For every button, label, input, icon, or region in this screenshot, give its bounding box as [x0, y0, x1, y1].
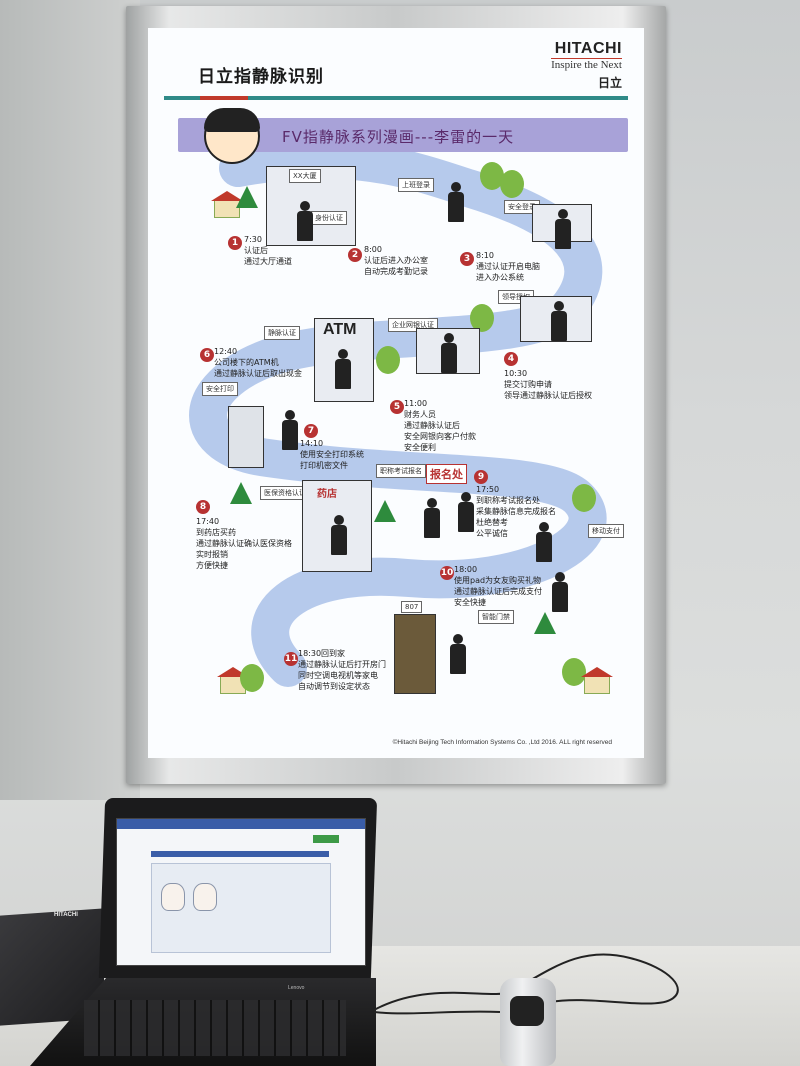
pharmacy-label: 药店: [317, 489, 337, 500]
person-icon: [458, 492, 474, 532]
browser-titlebar: [117, 819, 365, 829]
header-rule-accent: [200, 96, 248, 100]
brand-title-cn: 日立指静脉识别: [198, 67, 324, 87]
caption-6: 12:40 公司楼下的ATM机 通过静脉认证后取出现金: [214, 347, 302, 378]
tree-icon: [470, 304, 494, 332]
door-number: 807: [401, 601, 423, 613]
person-icon: [331, 515, 347, 555]
step-number: 3: [460, 252, 474, 266]
header-rule: [164, 96, 628, 100]
step-number: 7: [304, 424, 318, 438]
caption-4: 10:30 提交订购申请 领导通过静脉认证后授权: [504, 369, 592, 400]
tree-icon: [572, 484, 596, 512]
step-number: 9: [474, 470, 488, 484]
hitachi-logo: HITACHI Inspire the Next 日立: [551, 40, 622, 91]
tree-icon: [376, 346, 400, 374]
step-number: 8: [196, 500, 210, 514]
person-icon: [551, 301, 567, 341]
sign-building: XX大厦: [289, 169, 321, 183]
usb-cable: [373, 953, 679, 1015]
sign-smart-door: 智能门禁: [478, 610, 514, 624]
atm-label: ATM: [323, 321, 357, 338]
registration-office-label: 报名处: [426, 464, 467, 484]
caption-5: 11:00 财务人员 通过静脉认证后 安全网银向客户付款 安全便利: [404, 399, 476, 452]
door: 807: [394, 601, 436, 694]
printer: [228, 406, 264, 468]
tree-icon: [240, 664, 264, 692]
tree-icon: [500, 170, 524, 198]
laptop-brand: Lenovo: [288, 985, 305, 991]
house-icon: [581, 667, 613, 694]
person-icon: [441, 333, 457, 373]
sign-identity: 身份认证: [311, 211, 347, 225]
step-number: 4: [504, 352, 518, 366]
left-hand-icon: [161, 883, 185, 911]
sign-mobile-pay: 移动支付: [588, 524, 624, 538]
sign-checkin: 上班登录: [398, 178, 434, 192]
person-icon: [282, 410, 298, 450]
hitachi-wordmark: HITACHI: [554, 40, 622, 57]
person-icon: [448, 182, 464, 222]
step-number: 2: [348, 248, 362, 262]
scene-finance-desk: [416, 328, 480, 374]
keyboard: [84, 1000, 346, 1056]
step-number: 11: [284, 652, 298, 666]
person-icon: [335, 349, 351, 389]
person-icon: [297, 201, 313, 241]
caption-7: 14:10 使用安全打印系统 打印机密文件: [300, 439, 364, 470]
step-number: 1: [228, 236, 242, 250]
sign-secure-print: 安全打印: [202, 382, 238, 396]
copyright: ©Hitachi Beijing Tech Information System…: [392, 739, 612, 746]
scanner-slot[interactable]: [510, 996, 544, 1026]
brochure-logo: HITACHI: [54, 912, 78, 918]
poster: 日立指静脉识别 HITACHI Inspire the Next 日立 FV指静…: [148, 28, 644, 758]
comic-title: FV指静脉系列漫画---李雷的一天: [282, 128, 515, 146]
hitachi-logo-cn: 日立: [597, 76, 622, 90]
caption-8: 17:40 到药店买药 通过静脉认证确认医保资格 实时报销 方便快捷: [196, 517, 292, 570]
tree-icon: [236, 186, 258, 208]
house-icon: [211, 191, 243, 218]
wall: [0, 0, 140, 800]
caption-2: 8:00 认证后进入办公室 自动完成考勤记录: [364, 245, 428, 276]
sign-exam-registration: 职称考试报名: [376, 464, 426, 478]
scene-pharmacy: 药店: [302, 480, 372, 572]
scene-lobby: XX大厦 身份认证: [266, 166, 356, 246]
tree-icon: [534, 612, 556, 634]
caption-11: 18:30回到家 通过静脉认证后打开房门 同时空调电视机等家电 自动调节到设定状…: [298, 649, 386, 691]
caption-9: 17:50 到职称考试报名处 采集静脉信息完成报名 杜绝替考 公平诚信: [476, 485, 556, 538]
laptop-screen: [116, 818, 366, 966]
app-button[interactable]: [313, 835, 339, 843]
person-icon: [552, 572, 568, 612]
step-number: 5: [390, 400, 404, 414]
person-icon: [450, 634, 466, 674]
scene-atm: ATM: [314, 318, 374, 402]
caption-3: 8:10 通过认证开启电脑 进入办公系统: [476, 251, 540, 282]
step-number: 10: [440, 566, 454, 580]
person-icon: [424, 498, 440, 538]
app-header-strip: [151, 851, 329, 857]
caption-1: 7:30 认证后 通过大厅通道: [244, 235, 292, 266]
mascot-hair: [204, 108, 260, 132]
tree-icon: [230, 482, 252, 504]
hitachi-tagline: Inspire the Next: [551, 58, 622, 71]
scene-office-computer: [532, 204, 592, 249]
step-number: 6: [200, 348, 214, 362]
scene-manager-desk: [520, 296, 592, 342]
caption-10: 18:00 使用pad为女友购买礼物 通过静脉认证后完成支付 安全快捷: [454, 565, 542, 607]
person-icon: [536, 522, 552, 562]
sign-vein-auth: 静脉认证: [264, 326, 300, 340]
person-icon: [555, 209, 571, 249]
tree-icon: [374, 500, 396, 522]
right-hand-icon: [193, 883, 217, 911]
